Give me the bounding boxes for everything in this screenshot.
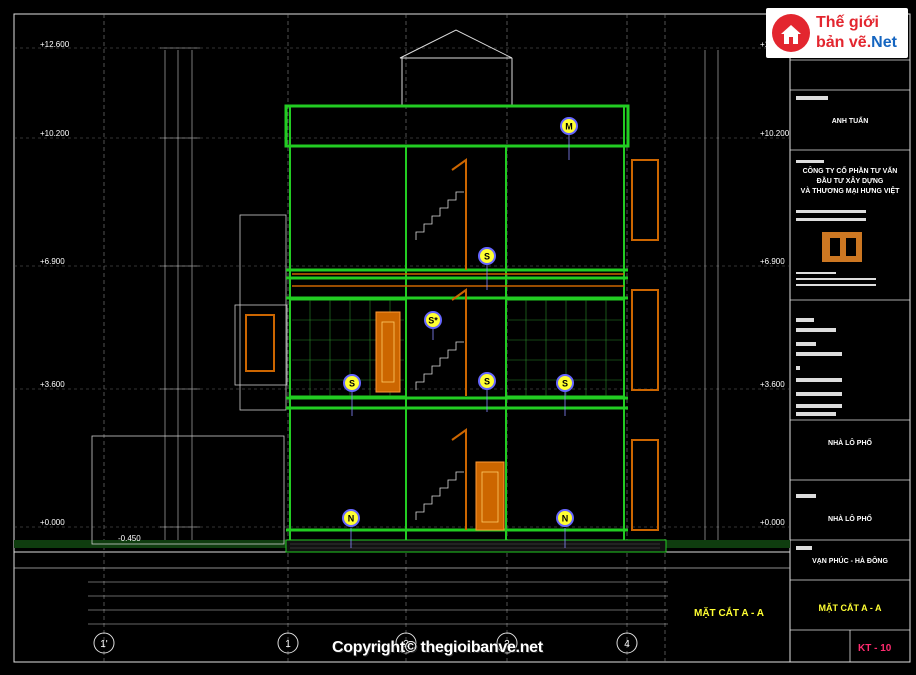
grid-axis-label: 4: [624, 639, 630, 650]
level-label-right-10200: +10.200: [760, 129, 790, 138]
house-icon: [772, 14, 810, 52]
room-tag: M: [560, 117, 578, 135]
level-label-left-3600: +3.600: [40, 380, 65, 389]
level-label-right-3600: +3.600: [760, 380, 785, 389]
room-tag: S*: [424, 311, 442, 329]
logo-text-line2-main: bản vẽ.: [816, 34, 872, 51]
room-tag: S: [478, 247, 496, 265]
level-label-left-12600: +12.600: [40, 40, 70, 49]
room-tag-label: S*: [428, 316, 438, 326]
level-label-left-6900: +6.900: [40, 257, 65, 266]
logo-text-line1: Thế giới: [816, 14, 879, 31]
title-block-project-1: NHÀ LÔ PHỐ: [828, 440, 872, 447]
room-tag-label: S: [484, 377, 490, 387]
grid-axis-label: 1': [100, 639, 108, 650]
level-label-left-minus450: -0.450: [118, 534, 141, 543]
room-tag-label: N: [348, 514, 355, 524]
title-block-drawing-title: MẶT CẮT A - A: [818, 603, 882, 613]
site-logo: Thế giới bản vẽ.Net: [766, 8, 908, 58]
level-label-right-0000: +0.000: [760, 518, 785, 527]
grid-axis-label: 2: [403, 639, 409, 650]
grid-axis-label: 3: [504, 639, 510, 650]
logo-text-line2: bản vẽ.Net: [816, 34, 897, 52]
logo-text-net: Net: [871, 34, 897, 51]
grid-axis-label: 1: [285, 639, 291, 650]
room-tag: S: [478, 372, 496, 390]
level-label-right-6900: +6.900: [760, 257, 785, 266]
level-label-left-0000: +0.000: [40, 518, 65, 527]
sheet-number: KT - 10: [858, 643, 892, 654]
title-block-company-line2: ĐẦU TƯ XÂY DỰNG: [816, 178, 884, 185]
room-tag-label: S: [349, 379, 355, 389]
copyright-watermark: Copyright© thegioibanve.net: [332, 639, 543, 656]
title-block-name: ANH TUẤN: [831, 118, 869, 125]
room-tag-label: S: [484, 252, 490, 262]
title-block-project-2: NHÀ LÔ PHỐ: [828, 516, 872, 523]
room-tag: N: [342, 509, 360, 527]
room-tag: S: [556, 374, 574, 392]
room-tag-label: N: [562, 514, 569, 524]
title-block-location: VẠN PHÚC - HÀ ĐÔNG: [812, 558, 888, 565]
title-block-company-line1: CÔNG TY CỔ PHẦN TƯ VẤN: [802, 168, 898, 175]
title-block-company-line3: VÀ THƯƠNG MẠI HƯNG VIỆT: [800, 188, 900, 195]
room-tag-label: M: [565, 122, 573, 132]
room-tag: N: [556, 509, 574, 527]
room-tag-label: S: [562, 379, 568, 389]
level-label-left-10200: +10.200: [40, 129, 70, 138]
section-title: MẶT CẮT A - A: [694, 608, 764, 619]
room-tag: S: [343, 374, 361, 392]
